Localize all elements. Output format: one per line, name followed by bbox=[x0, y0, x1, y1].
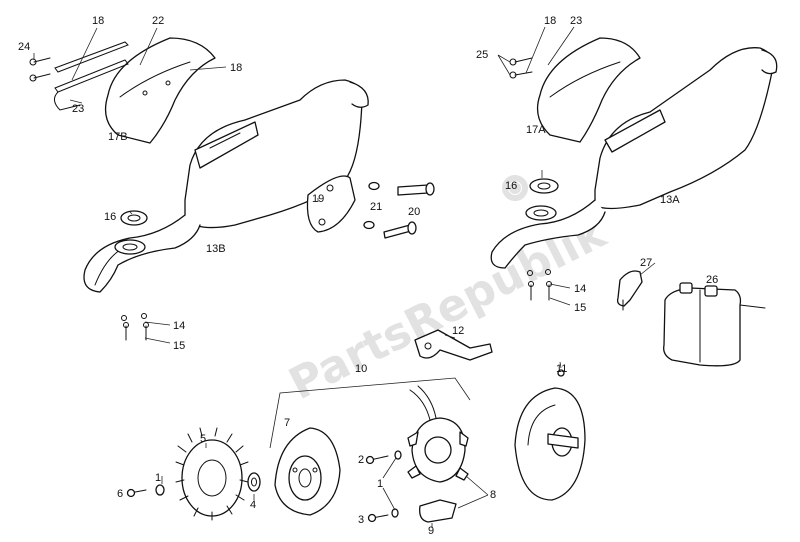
screws-25[interactable] bbox=[509, 57, 533, 79]
washer-1-left[interactable] bbox=[155, 484, 165, 496]
group-10-bracket-line bbox=[269, 377, 471, 449]
callout-15: 15 bbox=[574, 302, 586, 314]
callout-17b: 17B bbox=[108, 131, 128, 143]
washers-1-right[interactable] bbox=[391, 450, 402, 518]
watermark-gear-icon bbox=[502, 175, 528, 201]
callout-14: 14 bbox=[173, 320, 185, 332]
callout-26: 26 bbox=[706, 274, 718, 286]
gasket-right-lower[interactable] bbox=[525, 205, 557, 221]
gasket-16-right[interactable] bbox=[529, 178, 559, 194]
gasket-left-lower[interactable] bbox=[114, 239, 146, 255]
callout-16: 16 bbox=[505, 180, 517, 192]
muffler-13a[interactable] bbox=[490, 47, 778, 269]
bracket-12[interactable] bbox=[414, 329, 493, 361]
callout-18: 18 bbox=[92, 15, 104, 27]
stator-8[interactable] bbox=[407, 385, 469, 483]
callout-1: 1 bbox=[155, 472, 161, 484]
callout-21: 21 bbox=[370, 201, 382, 213]
flywheel-11[interactable] bbox=[514, 369, 586, 501]
bolt-6[interactable] bbox=[126, 488, 147, 498]
callout-labels: 24 18 22 18 23 17B 18 23 25 17A 19 21 20… bbox=[18, 15, 718, 537]
fan-5[interactable] bbox=[175, 427, 249, 521]
screw-2[interactable] bbox=[365, 455, 389, 465]
callout-4: 4 bbox=[250, 499, 256, 511]
callout-13a: 13A bbox=[660, 194, 680, 206]
callout-20: 20 bbox=[408, 206, 420, 218]
callout-19: 19 bbox=[312, 193, 324, 205]
callout-6: 6 bbox=[117, 488, 123, 500]
leader-lines bbox=[33, 26, 656, 528]
washer-21[interactable] bbox=[363, 181, 380, 230]
callout-8: 8 bbox=[490, 489, 496, 501]
screw-3[interactable] bbox=[367, 513, 389, 523]
pickup-9[interactable] bbox=[419, 499, 457, 523]
bolt-20[interactable] bbox=[383, 182, 435, 239]
callout-24: 24 bbox=[18, 41, 30, 53]
callout-23: 23 bbox=[570, 15, 582, 27]
callout-2: 2 bbox=[358, 454, 364, 466]
screws-24[interactable] bbox=[29, 57, 51, 82]
callout-23: 23 bbox=[72, 103, 84, 115]
reservoir-26[interactable] bbox=[663, 282, 766, 367]
callout-3: 3 bbox=[358, 514, 364, 526]
bracket-rods-left[interactable] bbox=[54, 41, 129, 111]
callout-10: 10 bbox=[355, 363, 367, 375]
callout-14: 14 bbox=[574, 283, 586, 295]
callout-11: 11 bbox=[556, 363, 567, 375]
callout-18: 18 bbox=[544, 15, 556, 27]
callout-12: 12 bbox=[452, 325, 464, 337]
callout-13b: 13B bbox=[206, 243, 226, 255]
callout-25: 25 bbox=[476, 49, 488, 61]
callout-1: 1 bbox=[377, 478, 383, 490]
connector-27[interactable] bbox=[616, 270, 643, 311]
gasket-16-left[interactable] bbox=[120, 210, 148, 226]
rotor-7[interactable] bbox=[274, 427, 341, 516]
callout-7: 7 bbox=[284, 417, 290, 429]
callout-17a: 17A bbox=[526, 124, 546, 136]
callout-9: 9 bbox=[428, 525, 434, 537]
callout-5: 5 bbox=[200, 433, 206, 445]
bolts-14-15-left[interactable] bbox=[121, 313, 149, 341]
callout-15: 15 bbox=[173, 340, 185, 352]
callout-16: 16 bbox=[104, 211, 116, 223]
callout-27: 27 bbox=[640, 257, 652, 269]
bracket-19[interactable] bbox=[306, 175, 356, 233]
callout-18: 18 bbox=[230, 62, 242, 74]
bolts-14-15-right[interactable] bbox=[527, 269, 552, 301]
heat-shield-17b[interactable] bbox=[104, 37, 216, 144]
heat-shield-17a[interactable] bbox=[536, 37, 641, 143]
nut-4[interactable] bbox=[247, 472, 261, 492]
callout-22: 22 bbox=[152, 15, 164, 27]
